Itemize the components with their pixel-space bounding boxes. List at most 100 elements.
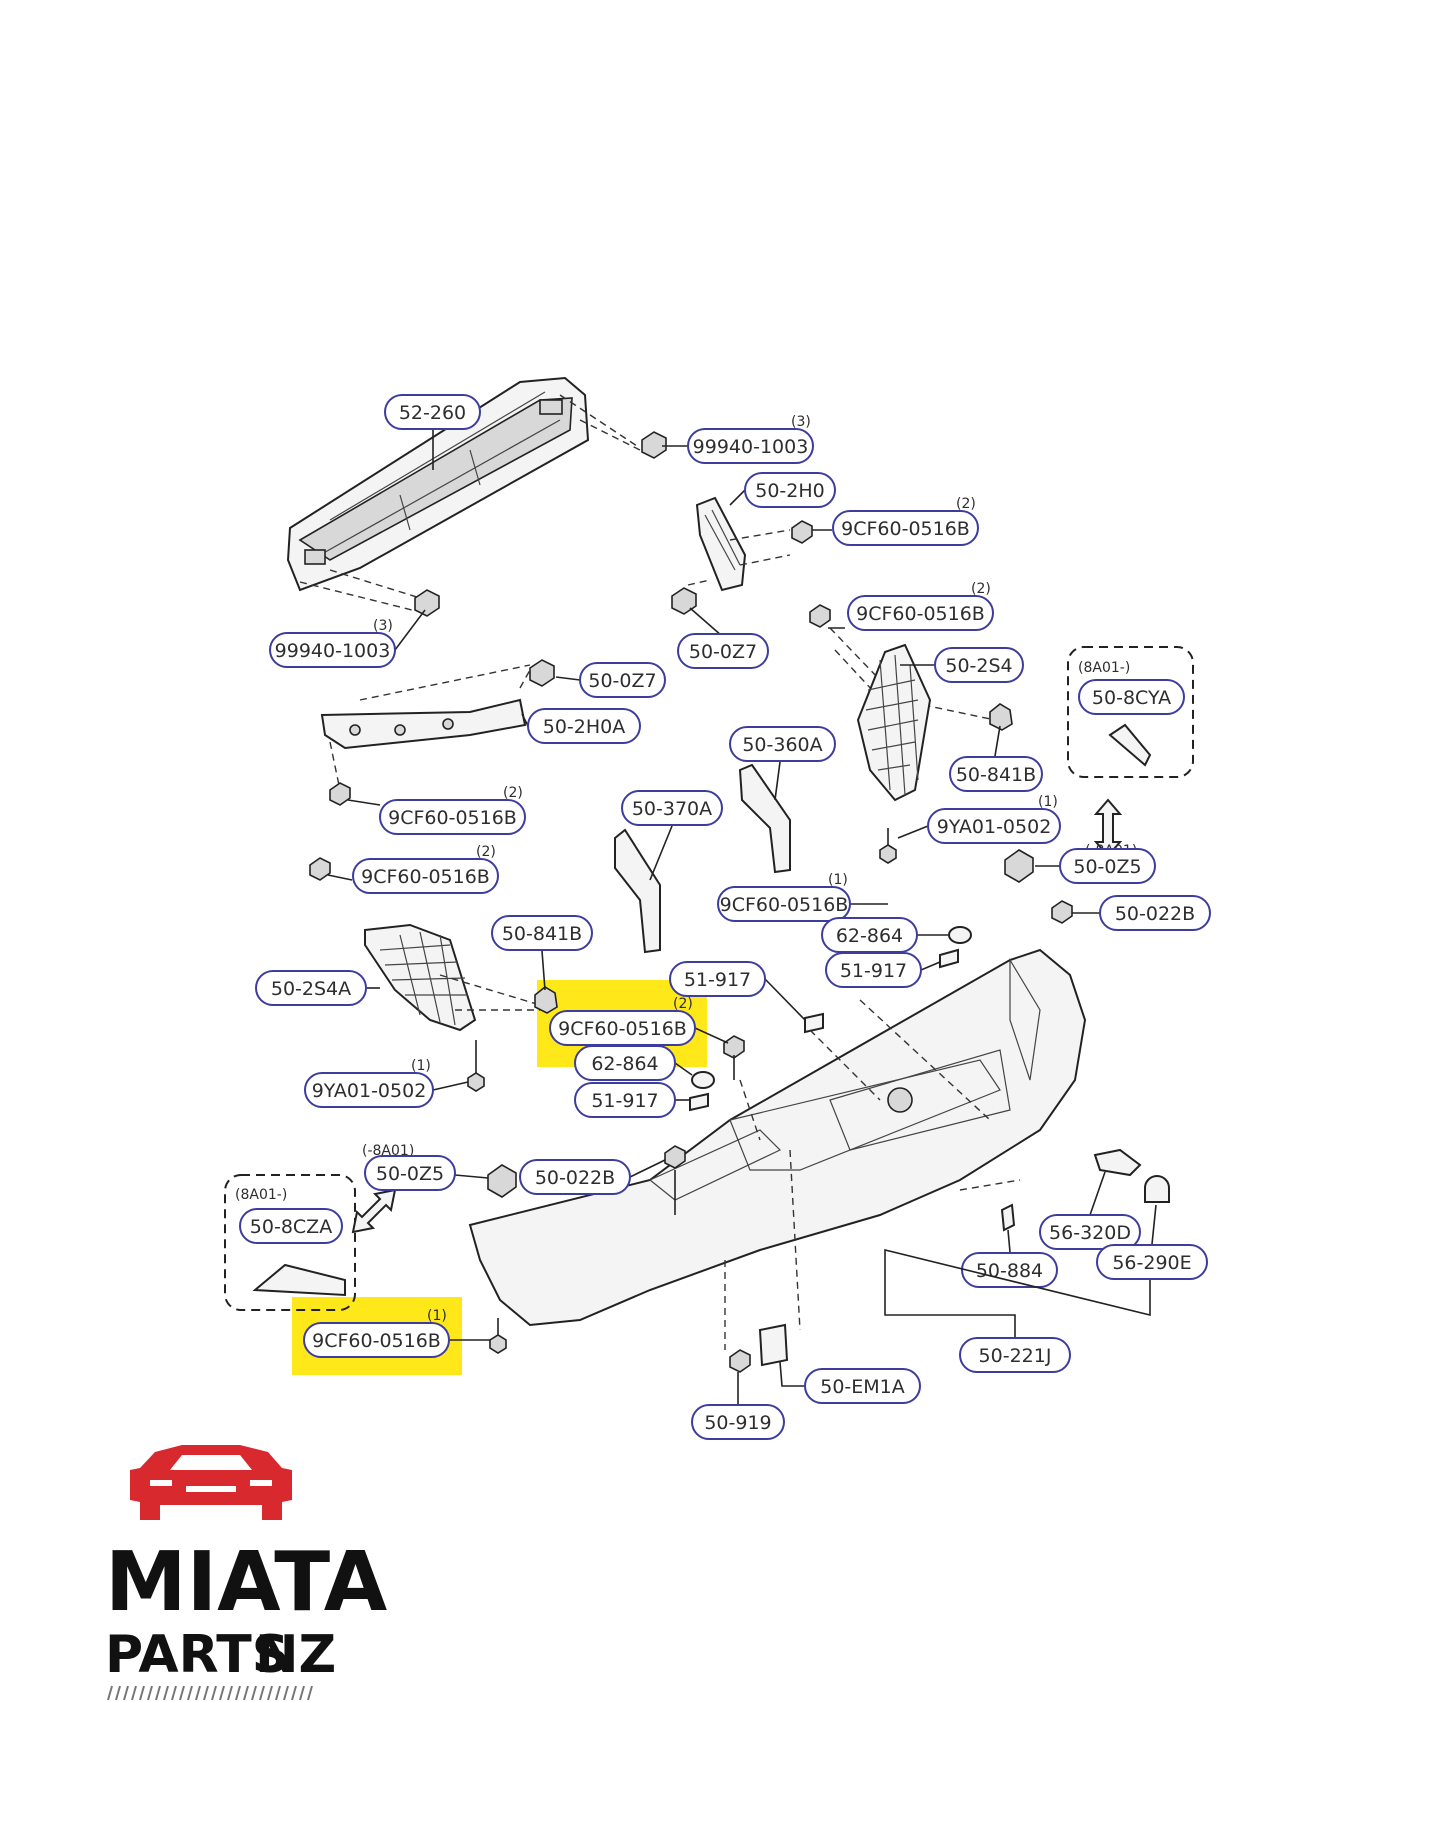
callout-code: 50-841B xyxy=(502,923,582,945)
callout-code: 50-2S4 xyxy=(945,655,1012,677)
callout-code: 50-0Z7 xyxy=(588,670,656,692)
callout-qty: (2) xyxy=(971,581,991,597)
callout-leader xyxy=(432,1081,469,1091)
grommet-884-drawing xyxy=(1000,1203,1016,1232)
callout-bumper-reinforcement: 52-260 xyxy=(384,394,481,470)
callout-pill xyxy=(255,970,367,1006)
callout-pill xyxy=(1078,679,1185,715)
callout-bolt-center-right: 9CF60-0516B (1) xyxy=(717,872,888,922)
callout-code: 51-917 xyxy=(840,960,907,982)
callout-code: 56-290E xyxy=(1112,1252,1191,1274)
callout-qty: (1) xyxy=(411,1058,431,1074)
clip-center-drawing xyxy=(671,587,697,615)
callout-pill xyxy=(825,952,922,988)
label-center-drawing xyxy=(804,1012,824,1034)
callout-clip-center: 50-0Z7 xyxy=(677,607,769,669)
callout-qty: (3) xyxy=(791,414,811,430)
fastener-919-drawing xyxy=(729,1349,751,1373)
callout-qty: (1) xyxy=(828,872,848,888)
bumper-reinforcement-drawing xyxy=(286,376,590,592)
callout-pill xyxy=(379,799,526,835)
callout-code: 9YA01-0502 xyxy=(312,1080,427,1102)
callout-pill xyxy=(519,1159,631,1195)
callout-code: 50-221J xyxy=(979,1345,1052,1367)
swap-arrow-left xyxy=(351,1188,397,1234)
callout-leader xyxy=(1089,1171,1106,1216)
callout-code: 50-8CZA xyxy=(250,1216,332,1238)
callout-pill xyxy=(352,858,499,894)
bolt-right-bracket-drawing xyxy=(791,520,832,544)
callout-label-right: 51-917 xyxy=(825,952,941,988)
callout-code: 50-0Z7 xyxy=(689,641,757,663)
callout-pill xyxy=(621,790,723,826)
callout-pill xyxy=(1096,1244,1208,1280)
callout-pill xyxy=(677,633,769,669)
callout-pill xyxy=(574,1082,676,1118)
callout-leader xyxy=(629,1159,666,1178)
clip-right-0z5-drawing xyxy=(1004,849,1034,883)
bracket-left-drawing xyxy=(320,698,527,750)
stay-right-drawing xyxy=(738,763,791,874)
callout-seal-em1a: 50-EM1A xyxy=(779,1361,921,1404)
callout-leader xyxy=(555,676,581,681)
bracket-right-drawing xyxy=(695,496,747,592)
callout-leader xyxy=(884,1248,1151,1337)
callout-qty: (2) xyxy=(503,785,523,801)
callout-screw-right: 9YA01-0502(1) xyxy=(897,794,1061,844)
callout-code: 50-2S4A xyxy=(271,978,351,1000)
callout-pill xyxy=(303,1322,450,1358)
callout-code: 52-260 xyxy=(399,402,466,424)
callout-pill xyxy=(579,662,666,698)
beam-mount-lines xyxy=(299,394,651,611)
bolt-left-1-drawing xyxy=(329,782,381,806)
callout-bolt-right-bracket: 9CF60-0516B(2) xyxy=(832,496,979,546)
bracket-left-8cza-drawing xyxy=(252,1263,346,1297)
callout-layer: 52-26099940-1003(3)50-2H09CF60-0516B(2)9… xyxy=(239,394,1211,1440)
callout-plug-left: 62-864 xyxy=(574,1045,693,1081)
bracket-right-8cya-drawing xyxy=(1108,723,1152,767)
callout-code: 50-022B xyxy=(535,1167,615,1189)
callout-clip-left-bracket: 50-0Z7 xyxy=(555,662,666,698)
reflector-cover-drawing xyxy=(1144,1175,1170,1203)
nut-top-drawing xyxy=(641,431,667,459)
callout-bumper-cover: 50-221J xyxy=(884,1248,1151,1373)
callout-code: 9CF60-0516B xyxy=(841,518,970,540)
callout-leader xyxy=(1007,1229,1011,1253)
variant-box-right xyxy=(1067,646,1194,778)
variant-box-left xyxy=(224,1174,356,1311)
logo-line-nz: NZ xyxy=(255,1625,336,1685)
logo-line-miata: MIATA xyxy=(105,1535,388,1630)
callout-bolt-bottom-left: 9CF60-0516B(1) xyxy=(303,1308,490,1358)
bolt-center-left-drawing xyxy=(723,1035,745,1080)
fastener-left-022-drawing xyxy=(664,1145,686,1215)
callout-qty: (1) xyxy=(1038,794,1058,810)
stay-left-drawing xyxy=(614,828,661,954)
callout-pill xyxy=(691,1404,785,1440)
variant-box-left-note: (8A01-) xyxy=(235,1187,287,1203)
callout-code: 62-864 xyxy=(591,1053,658,1075)
callout-pill xyxy=(1099,895,1211,931)
callout-reflector-cover: 56-290E xyxy=(1096,1204,1208,1280)
callout-pill xyxy=(729,726,836,762)
callout-clip-left-0z5: 50-0Z5 xyxy=(364,1155,489,1191)
callout-qty: (2) xyxy=(476,844,496,860)
car-icon xyxy=(130,1445,292,1520)
callout-bolt-right-upper: 9CF60-0516B(2) xyxy=(847,581,994,631)
callout-code: 9CF60-0516B xyxy=(388,807,517,829)
plug-right-drawing xyxy=(948,926,972,944)
callout-leader xyxy=(1151,1204,1157,1245)
bumper-cover-lines xyxy=(724,999,1021,1350)
callout-nut-top: 99940-1003(3) xyxy=(662,414,814,464)
callout-fastener-left-022: 50-022B xyxy=(519,1159,666,1195)
callout-pill xyxy=(239,1208,343,1244)
callout-code: 50-884 xyxy=(976,1260,1043,1282)
callout-fastener-919: 50-919 xyxy=(691,1372,785,1440)
bracket-right-lines xyxy=(687,529,791,586)
callout-code: 9CF60-0516B xyxy=(720,894,849,916)
label-right-drawing xyxy=(939,948,959,969)
callout-leader xyxy=(729,489,746,506)
callout-clip-right-841: 50-841B xyxy=(949,725,1043,792)
callout-code: 50-841B xyxy=(956,764,1036,786)
callout-leader xyxy=(521,713,529,727)
